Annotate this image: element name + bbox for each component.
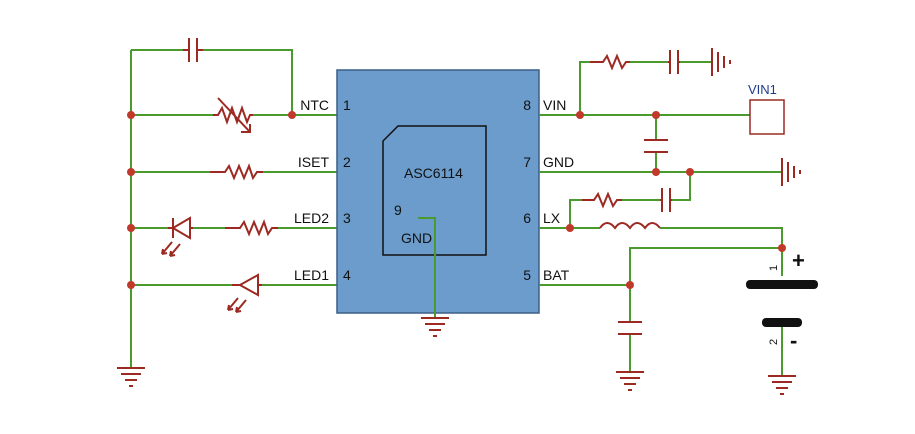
pin-label-iset: ISET [298, 154, 330, 170]
capacitor-top-left [183, 38, 203, 62]
left-pin-labels: NTC 1 ISET 2 LED2 3 LED1 4 [294, 97, 351, 283]
pin-number-7: 7 [523, 154, 531, 170]
pin-number-2: 2 [343, 154, 351, 170]
pin-number-1: 1 [343, 97, 351, 113]
pin-number-3: 3 [343, 210, 351, 226]
ground-left-icon [117, 367, 145, 387]
ground-bat-icon [616, 371, 644, 391]
ground-battery-icon [768, 375, 796, 395]
pin-number-5: 5 [523, 267, 531, 283]
right-junctions [566, 111, 786, 289]
ground-right-icon [781, 158, 801, 186]
pin-label-led2: LED2 [294, 210, 329, 226]
right-wires [539, 61, 783, 376]
pin-number-6: 6 [523, 210, 531, 226]
resistor-iset [210, 163, 263, 181]
ground-ic-icon [421, 317, 449, 337]
pin-number-4: 4 [343, 267, 351, 283]
inductor [599, 222, 661, 230]
pin-label-gnd: GND [543, 154, 574, 170]
pin-label-lx: LX [543, 210, 561, 226]
ic-pad-number: 9 [394, 202, 402, 218]
thermistor-ntc [213, 97, 253, 133]
led2 [161, 216, 193, 257]
led1 [227, 273, 262, 313]
pin-label-led1: LED1 [294, 267, 329, 283]
battery-pin-2: 2 [768, 339, 780, 345]
battery: + - 1 2 [746, 248, 818, 353]
ic-pad-label: GND [401, 230, 432, 246]
ic-chip: ASC6114 9 GND [336, 69, 540, 318]
left-junctions [127, 111, 296, 289]
vin1-port-label: VIN1 [748, 82, 777, 97]
vin1-port: VIN1 [748, 82, 785, 135]
capacitor-vin-series [668, 50, 680, 74]
capacitor-bat [618, 321, 642, 335]
pin-label-vin: VIN [543, 97, 566, 113]
battery-minus: - [790, 328, 797, 353]
pin-label-ntc: NTC [300, 97, 329, 113]
capacitor-vin-decoupling [644, 139, 668, 153]
resistor-led2 [225, 219, 278, 237]
resistor-lx [582, 191, 622, 209]
battery-plus: + [792, 248, 805, 273]
battery-pin-1: 1 [768, 265, 780, 271]
ground-top-right-icon [711, 48, 731, 76]
right-pin-labels: 8 VIN 7 GND 6 LX 5 BAT [523, 97, 574, 283]
capacitor-lx [660, 188, 672, 212]
ic-name: ASC6114 [404, 165, 463, 181]
pin-label-bat: BAT [543, 267, 570, 283]
resistor-vin [590, 53, 630, 71]
pin-number-8: 8 [523, 97, 531, 113]
